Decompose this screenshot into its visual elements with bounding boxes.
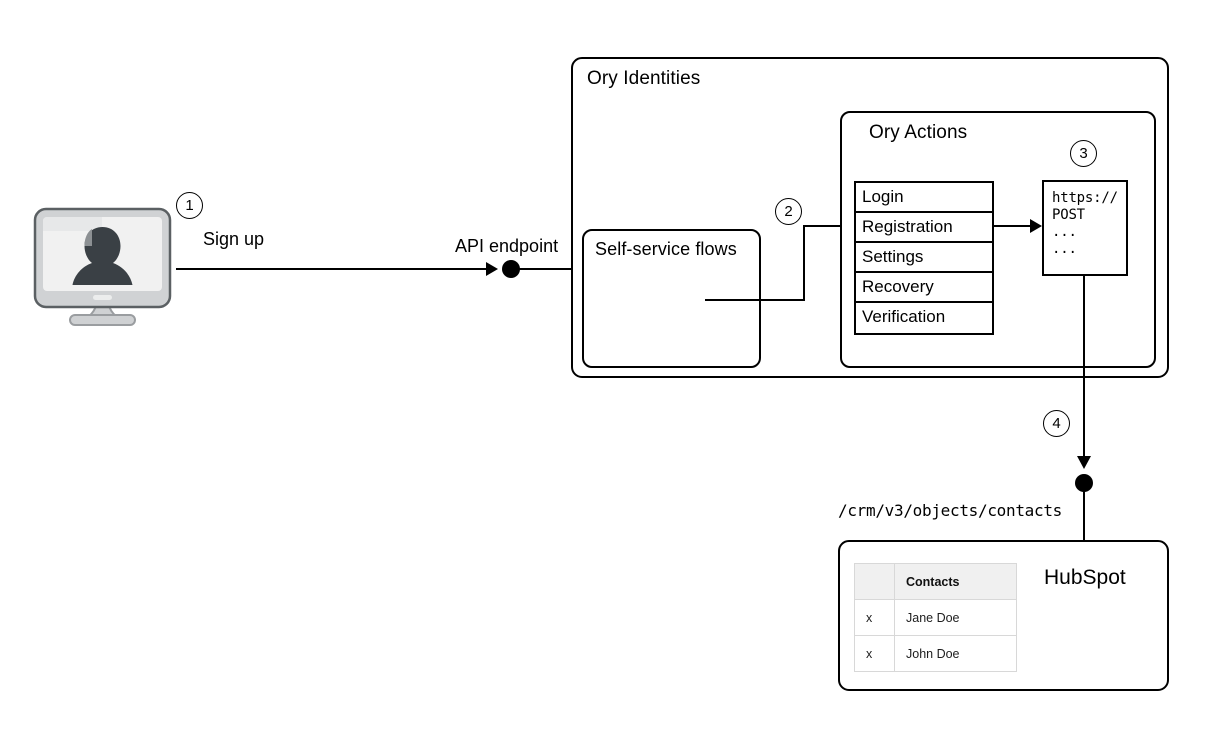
flow-item-login[interactable]: Login: [856, 183, 992, 213]
table-cell-name: Jane Doe: [894, 599, 1017, 636]
flow-item-recovery[interactable]: Recovery: [856, 273, 992, 303]
api-endpoint-to-ory-line: [517, 268, 575, 271]
ory-actions-title: Ory Actions: [869, 122, 968, 143]
flow-item-registration[interactable]: Registration: [856, 213, 992, 243]
table-row[interactable]: x John Doe: [854, 635, 1017, 672]
table-cell-flag: x: [854, 599, 895, 636]
api-endpoint-dot: [502, 260, 520, 278]
table-row[interactable]: x Jane Doe: [854, 599, 1017, 636]
hubspot-endpoint-line: [1083, 489, 1086, 541]
webhook-to-hubspot-line: [1083, 276, 1086, 463]
ory-identities-title: Ory Identities: [587, 68, 701, 89]
flow-item-verification[interactable]: Verification: [862, 307, 946, 326]
hubspot-brand-label: HubSpot: [1044, 566, 1126, 589]
table-cell-name: John Doe: [894, 635, 1017, 672]
step-circle-2: 2: [775, 198, 802, 225]
flow-item-settings[interactable]: Settings: [856, 243, 992, 273]
step-circle-1: 1: [176, 192, 203, 219]
webhook-arrow-head: [1030, 219, 1042, 233]
signup-connector-line: [176, 268, 488, 271]
hubspot-endpoint-dot: [1075, 474, 1093, 492]
webhook-code-box: https:// POST ... ...: [1042, 180, 1128, 276]
table-header-flag: [854, 563, 895, 600]
self-service-elbow-horizontal-upper: [803, 225, 848, 228]
crm-path-label: /crm/v3/objects/contacts: [838, 501, 1062, 520]
table-header-row: Contacts: [854, 563, 1017, 600]
registration-to-webhook-line: [994, 225, 1037, 228]
hubspot-arrow-head: [1076, 456, 1091, 469]
signup-arrow-head: [486, 261, 498, 276]
table-header-contacts: Contacts: [894, 563, 1017, 600]
webhook-line-method: POST: [1052, 207, 1085, 223]
step-circle-3: 3: [1070, 140, 1097, 167]
webhook-line-ellipsis-1: ...: [1052, 224, 1077, 240]
self-service-flows-box: [582, 229, 761, 368]
self-service-elbow-horizontal-lower: [705, 299, 805, 302]
api-endpoint-label: API endpoint: [455, 236, 559, 256]
monitor-user-icon: [30, 205, 175, 335]
self-service-elbow-vertical: [803, 225, 806, 301]
hubspot-contacts-table: Contacts x Jane Doe x John Doe: [854, 563, 1017, 672]
step-circle-4: 4: [1043, 410, 1070, 437]
table-cell-flag: x: [854, 635, 895, 672]
ory-actions-flow-list: Login Registration Settings Recovery Ver…: [854, 181, 994, 335]
webhook-line-url: https://: [1052, 190, 1118, 206]
webhook-line-ellipsis-2: ...: [1052, 241, 1077, 257]
self-service-flows-title: Self-service flows: [595, 239, 737, 259]
sign-up-label: Sign up: [203, 229, 265, 249]
